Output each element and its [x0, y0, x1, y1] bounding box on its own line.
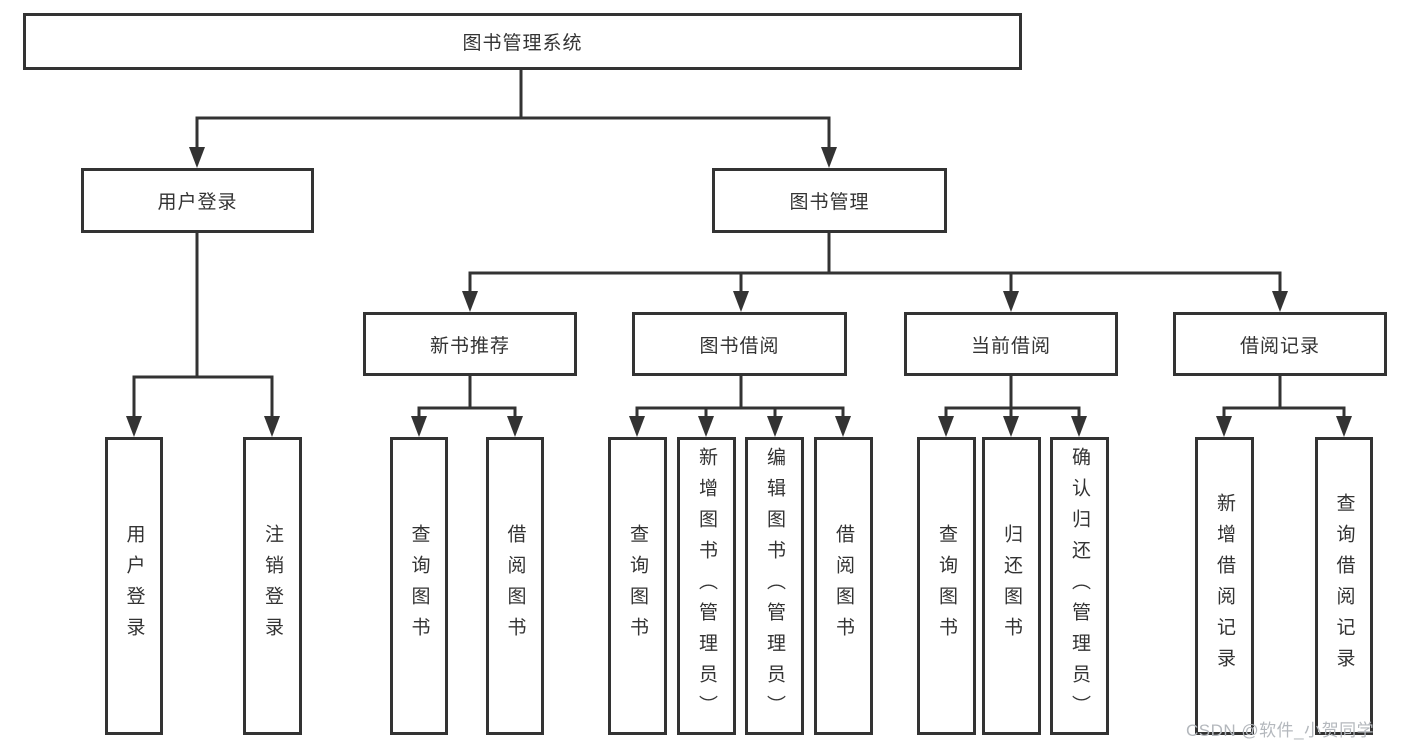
- arrow-down-icon: [938, 416, 954, 437]
- arrow-down-icon: [189, 147, 205, 168]
- node-user-login-label: 用户登录: [157, 192, 238, 213]
- leaf-borrow-edit-book-admin-label: 编辑图书（管理员）: [764, 446, 785, 726]
- arrow-down-icon: [507, 416, 523, 437]
- leaf-borrow-borrow-book: 借阅图书: [814, 437, 873, 735]
- leaf-user-login: 用户登录: [105, 437, 163, 735]
- node-new-book-recommend: 新书推荐: [363, 312, 577, 376]
- arrow-down-icon: [1071, 416, 1087, 437]
- leaf-borrow-add-book-admin: 新增图书（管理员）: [677, 437, 736, 735]
- leaf-current-query-book-label: 查询图书: [936, 524, 957, 648]
- arrow-down-icon: [462, 291, 478, 312]
- node-book-borrow-label: 图书借阅: [699, 335, 780, 357]
- arrow-down-icon: [698, 416, 714, 437]
- arrow-down-icon: [126, 416, 142, 437]
- arrow-down-icon: [411, 416, 427, 437]
- arrow-down-icon: [1003, 416, 1019, 437]
- leaf-current-confirm-return-admin-label: 确认归还（管理员）: [1069, 446, 1090, 726]
- node-root: 图书管理系统: [23, 13, 1022, 70]
- node-current-borrow-label: 当前借阅: [970, 335, 1051, 357]
- arrow-down-icon: [1003, 291, 1019, 312]
- arrow-down-icon: [821, 147, 837, 168]
- arrow-down-icon: [1336, 416, 1352, 437]
- leaf-borrow-query-book-label: 查询图书: [627, 524, 648, 648]
- leaf-recommend-query-book-label: 查询图书: [408, 524, 430, 648]
- leaf-borrow-edit-book-admin: 编辑图书（管理员）: [745, 437, 804, 735]
- leaf-borrow-query-book: 查询图书: [608, 437, 667, 735]
- arrow-down-icon: [1216, 416, 1232, 437]
- arrow-down-icon: [1272, 291, 1288, 312]
- node-book-borrow: 图书借阅: [632, 312, 847, 376]
- leaf-records-query-record-label: 查询借阅记录: [1333, 493, 1355, 679]
- node-borrow-records-label: 借阅记录: [1239, 335, 1320, 357]
- leaf-logout: 注销登录: [243, 437, 302, 735]
- leaf-current-confirm-return-admin: 确认归还（管理员）: [1050, 437, 1109, 735]
- leaf-current-query-book: 查询图书: [917, 437, 976, 735]
- arrow-down-icon: [733, 291, 749, 312]
- node-book-management: 图书管理: [712, 168, 947, 233]
- arrow-down-icon: [629, 416, 645, 437]
- node-current-borrow: 当前借阅: [904, 312, 1118, 376]
- leaf-records-add-record-label: 新增借阅记录: [1214, 493, 1235, 679]
- arrow-down-icon: [767, 416, 783, 437]
- leaf-borrow-borrow-book-label: 借阅图书: [833, 524, 854, 648]
- leaf-borrow-add-book-admin-label: 新增图书（管理员）: [696, 446, 717, 726]
- leaf-current-return-book: 归还图书: [982, 437, 1041, 735]
- arrow-down-icon: [264, 416, 280, 437]
- leaf-recommend-query-book: 查询图书: [390, 437, 448, 735]
- leaf-user-login-label: 用户登录: [123, 524, 145, 648]
- leaf-current-return-book-label: 归还图书: [1001, 524, 1022, 648]
- leaf-records-query-record: 查询借阅记录: [1315, 437, 1373, 735]
- node-user-login: 用户登录: [81, 168, 314, 233]
- arrowhead-icons: [126, 147, 1352, 437]
- node-new-book-recommend-label: 新书推荐: [429, 335, 510, 357]
- arrow-down-icon: [835, 416, 851, 437]
- leaf-recommend-borrow-book: 借阅图书: [486, 437, 544, 735]
- node-book-management-label: 图书管理: [789, 192, 870, 213]
- node-borrow-records: 借阅记录: [1173, 312, 1387, 376]
- node-root-label: 图书管理系统: [462, 33, 583, 54]
- leaf-logout-label: 注销登录: [262, 524, 283, 648]
- csdn-watermark: CSDN @软件_小贺同学: [1186, 721, 1375, 740]
- leaf-records-add-record: 新增借阅记录: [1195, 437, 1254, 735]
- leaf-recommend-borrow-book-label: 借阅图书: [504, 524, 526, 648]
